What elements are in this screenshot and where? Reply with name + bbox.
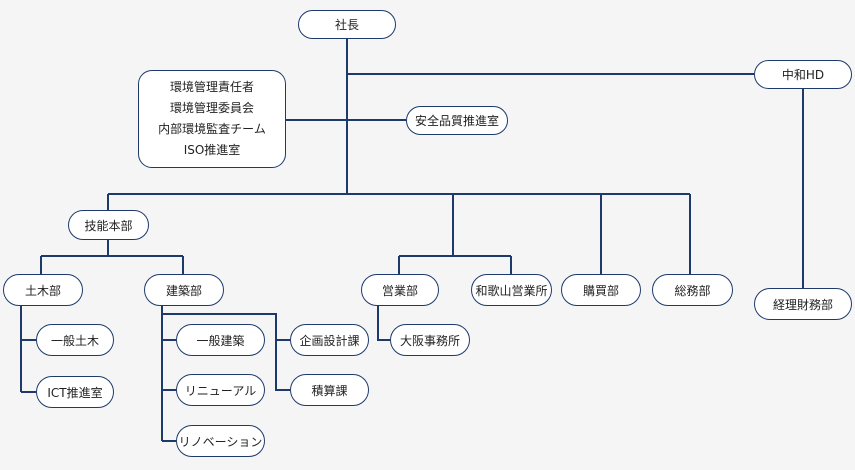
node-renovation: リノベーション bbox=[176, 425, 265, 457]
committee-internal-audit-team: 内部環境監査チーム bbox=[158, 122, 266, 136]
node-building: 建築部 bbox=[144, 274, 224, 306]
node-technical-hq: 技能本部 bbox=[68, 210, 149, 240]
committee-environment-committee: 環境管理委員会 bbox=[169, 101, 254, 115]
connector-building-sections bbox=[162, 313, 290, 391]
connector-sales-osaka bbox=[377, 306, 390, 341]
committee-environment-manager: 環境管理責任者 bbox=[169, 80, 254, 94]
node-civil: 土木部 bbox=[3, 274, 83, 306]
connector-sales-split bbox=[398, 255, 512, 274]
node-civil-general: 一般土木 bbox=[36, 324, 114, 356]
node-estimation: 積算課 bbox=[290, 374, 369, 406]
node-general-affairs: 総務部 bbox=[652, 274, 733, 306]
node-renewal: リニューアル bbox=[176, 374, 265, 406]
node-accounting: 経理財務部 bbox=[754, 288, 852, 320]
node-sales: 営業部 bbox=[361, 274, 439, 306]
node-wakayama-office: 和歌山営業所 bbox=[471, 274, 552, 306]
node-president: 社長 bbox=[298, 10, 396, 39]
node-holding: 中和HD bbox=[754, 60, 852, 89]
connector-civil-children bbox=[20, 306, 36, 393]
node-safety-quality: 安全品質推進室 bbox=[406, 106, 508, 135]
node-purchasing: 購買部 bbox=[561, 274, 641, 306]
node-planning-design: 企画設計課 bbox=[290, 324, 369, 356]
node-ict: ICT推進室 bbox=[36, 376, 114, 408]
connector-technical-split bbox=[40, 240, 184, 274]
node-committees: 環境管理責任者 環境管理委員会 内部環境監査チーム ISO推進室 bbox=[138, 70, 286, 168]
node-building-general: 一般建築 bbox=[176, 324, 265, 356]
node-osaka-office: 大阪事務所 bbox=[390, 324, 470, 356]
committee-iso-office: ISO推進室 bbox=[183, 143, 241, 157]
connector-building-children bbox=[161, 306, 176, 442]
